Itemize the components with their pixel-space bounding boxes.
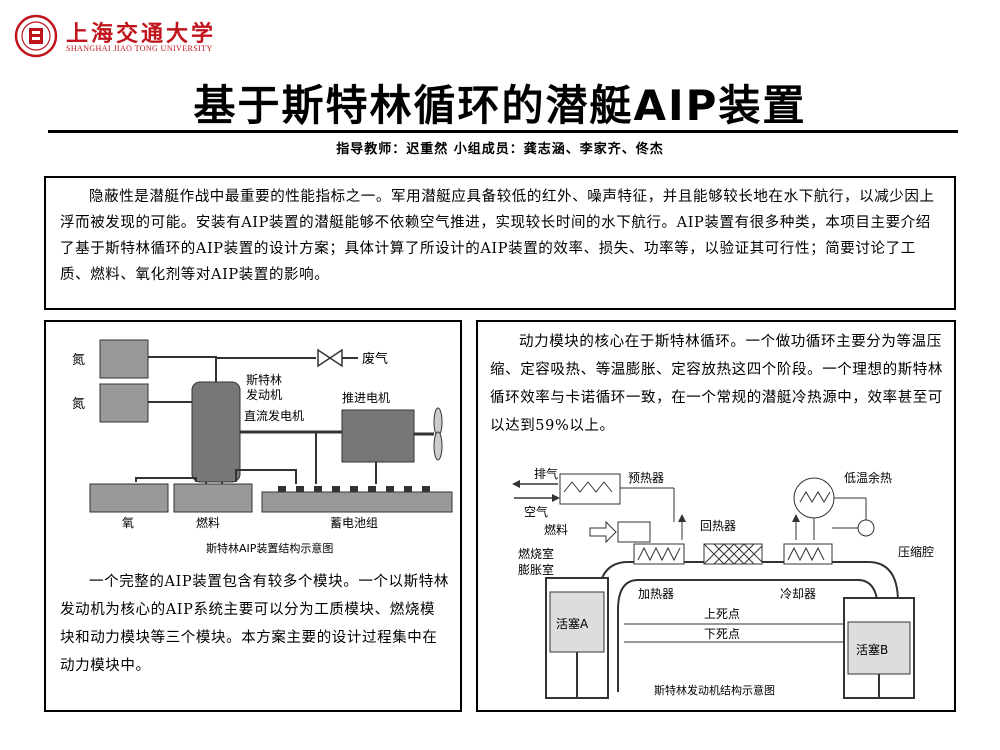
exhaust-label: 废气 (362, 351, 388, 367)
university-name-en: SHANGHAI JIAO TONG UNIVERSITY (66, 44, 213, 53)
fuel-tank (173, 483, 253, 513)
poster-title: 基于斯特林循环的潜艇AIP装置 (193, 81, 807, 130)
tdc-label: 上死点 (704, 607, 740, 621)
n2-tank-top (99, 339, 149, 379)
stirling-engine-label: 斯特林发动机 (246, 372, 282, 402)
piston-b-label: 活塞B (856, 642, 888, 657)
n2-bottom-label: 氮 (72, 397, 85, 412)
regenerator-label: 回热器 (700, 519, 736, 533)
abstract-text: 隐蔽性是潜艇作战中最重要的性能指标之一。军用潜艇应具备较低的红外、噪声特征，并且… (60, 189, 935, 283)
right-diagram-caption: 斯特林发动机结构示意图 (654, 683, 775, 697)
up-arrow-icon (678, 514, 686, 522)
preheater (559, 473, 621, 505)
preheater-label: 预热器 (628, 471, 664, 485)
air-arrow-icon (552, 494, 560, 502)
piston-a (549, 591, 605, 653)
bdc-label: 下死点 (704, 627, 740, 641)
air-label: 空气 (524, 504, 548, 519)
heater-label: 加热器 (638, 587, 674, 601)
left-panel-text: 一个完整的AIP装置包含有较多个模块。一个以斯特林发动机为核心的AIP系统主要可… (60, 574, 449, 674)
title-divider (48, 130, 958, 133)
fuel-arrow-icon (589, 520, 617, 544)
exhaust-arrow-icon (512, 480, 520, 488)
dc-generator-label: 直流发电机 (244, 408, 304, 423)
piston-a-label: 活塞A (556, 616, 589, 631)
cooler (783, 543, 833, 565)
propulsion-motor (341, 409, 415, 463)
cooler-label: 冷却器 (780, 587, 816, 601)
n2-top-label: 氮 (72, 353, 85, 368)
stirling-engine-diagram: 排气 空气 预热器 燃料 燃烧室 膨胀室 加热器 回热器 冷却器 (512, 466, 934, 699)
fuel-label: 燃料 (196, 515, 220, 530)
left-panel: 氮 氮 废气 斯特林发动机 直流发电机 推进电机 (44, 320, 462, 712)
combustion-chamber-label: 燃烧室 (518, 546, 554, 561)
battery-cells (278, 486, 430, 492)
university-logo (14, 14, 58, 58)
aip-system-diagram: 氮 氮 废气 斯特林发动机 直流发电机 推进电机 (72, 339, 453, 555)
exhaust-valve-icon (317, 348, 332, 368)
burner (617, 521, 651, 543)
left-diagram-caption: 斯特林AIP装置结构示意图 (206, 541, 333, 555)
exhaust-label: 排气 (534, 466, 558, 481)
cooler-up-arrow-icon (792, 514, 800, 522)
compression-chamber-label: 压缩腔 (898, 544, 934, 559)
abstract-box: 隐蔽性是潜艇作战中最重要的性能指标之一。军用潜艇应具备较低的红外、噪声特征，并且… (44, 176, 956, 310)
right-panel-text: 动力模块的核心在于斯特林循环。一个做功循环主要分为等温压缩、定容吸热、等温膨胀、… (490, 334, 943, 434)
university-name-cn: 上海交通大学 (66, 21, 217, 47)
oxygen-label: 氧 (122, 516, 134, 530)
fuel-label: 燃料 (544, 522, 568, 537)
pipe-exhaust (215, 357, 316, 382)
propulsion-motor-label: 推进电机 (342, 391, 390, 405)
right-panel: 动力模块的核心在于斯特林循环。一个做功循环主要分为等温压缩、定容吸热、等温膨胀、… (476, 320, 956, 712)
low-temp-heat-label: 低温余热 (844, 470, 892, 485)
n2-tank-bottom (99, 383, 149, 423)
pipe-n2-top (148, 356, 217, 382)
stirling-engine (191, 381, 241, 483)
oxygen-tank (89, 483, 169, 513)
battery-pack (261, 491, 453, 513)
piston-b (847, 621, 911, 675)
battery-label: 蓄电池组 (330, 516, 378, 530)
pump-icon (857, 519, 875, 537)
expansion-chamber-label: 膨胀室 (518, 562, 554, 577)
authors-line: 指导教师：迟重然 小组成员：龚志涵、李家齐、佟杰 (336, 142, 664, 157)
